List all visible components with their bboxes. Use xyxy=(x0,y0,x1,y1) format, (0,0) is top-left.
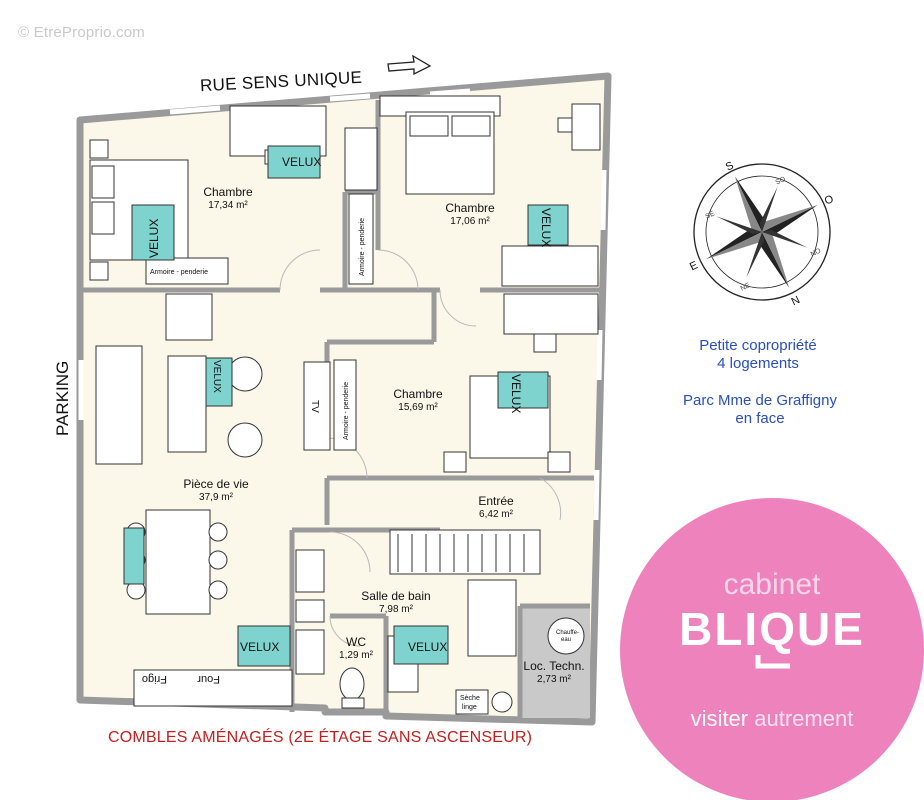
facade-windows xyxy=(78,88,607,521)
armoire-label: Armoire - penderie xyxy=(150,269,208,276)
footer-caption: COMBLES AMÉNAGÉS (2E ÉTAGE SANS ASCENSEU… xyxy=(108,729,533,746)
velux-label: VELUX xyxy=(240,640,279,654)
room-name: Loc. Techn. xyxy=(523,659,584,673)
compass-no: NO xyxy=(810,247,823,258)
direction-arrow-icon xyxy=(387,54,432,76)
velux-label: VELUX xyxy=(539,208,553,247)
room-labels: Chambre 17,34 m² Chambre 17,06 m² Chambr… xyxy=(183,185,584,685)
note-line-3: Parc Mme de Graffigny xyxy=(683,392,837,409)
compass-se: SE xyxy=(704,210,716,221)
brand-name: BLIQUE xyxy=(679,603,865,655)
appliance-labels: TV Four Frigo Chauffe- eau Sèche linge xyxy=(142,400,579,711)
room-name: Chambre xyxy=(445,201,495,215)
armoire-label: Armoire - penderie xyxy=(359,218,366,276)
copropriete-note: Petite copropriété 4 logements xyxy=(668,337,848,373)
parking-label: PARKING xyxy=(53,361,72,436)
armoire-labels: Armoire - penderie Armoire - penderie Ar… xyxy=(150,218,366,440)
room-name: Pièce de vie xyxy=(183,477,249,491)
velux-label: VELUX xyxy=(408,640,447,654)
room-area: 15,69 m² xyxy=(398,402,438,413)
brand-logo: cabinet BLIQUE visiter autrement xyxy=(620,498,924,800)
velux-label: VELUX xyxy=(282,155,321,169)
compass-rose-icon: S N O E SO SE NO NE xyxy=(688,160,836,309)
room-area: 1,29 m² xyxy=(339,650,374,661)
room-name: Entrée xyxy=(478,494,514,508)
frigo-label: Frigo xyxy=(142,673,167,685)
room-area: 7,98 m² xyxy=(379,604,414,615)
room-area: 6,42 m² xyxy=(479,509,514,520)
compass-so: SO xyxy=(775,176,788,187)
room-name: Salle de bain xyxy=(361,589,430,603)
brand-tagline: visiter autrement xyxy=(691,706,854,731)
room-area: 17,34 m² xyxy=(208,200,248,211)
velux-label: VELUX xyxy=(211,360,222,393)
velux-label: VELUX xyxy=(509,374,523,413)
chauffe-label-2: eau xyxy=(561,637,571,643)
compass-s: S xyxy=(724,160,736,174)
tv-label: TV xyxy=(309,400,320,413)
room-area: 17,06 m² xyxy=(450,216,490,227)
seche-label-2: linge xyxy=(462,704,477,711)
note-line-1: Petite copropriété xyxy=(699,337,817,354)
note-line-2: 4 logements xyxy=(717,355,799,372)
parc-note: Parc Mme de Graffigny en face xyxy=(660,392,860,428)
room-name: Chambre xyxy=(203,185,253,199)
brand-circle xyxy=(620,498,924,800)
watermark: © EtreProprio.com xyxy=(18,24,145,41)
furniture xyxy=(89,95,601,715)
chauffe-label-1: Chauffe- xyxy=(556,630,579,636)
room-name: Chambre xyxy=(393,387,443,401)
velux-windows xyxy=(123,145,569,667)
compass-ne: NE xyxy=(740,282,752,293)
brand-tagline-light: autrement xyxy=(754,706,853,731)
seche-label-1: Sèche xyxy=(460,695,480,702)
brand-tagline-bold: visiter xyxy=(691,706,748,731)
room-name: WC xyxy=(346,635,366,649)
armoire-label: Armoire - penderie xyxy=(343,382,350,440)
velux-labels: VELUX VELUX VELUX VELUX VELUX VELUX VELU… xyxy=(147,155,553,654)
compass-e: E xyxy=(688,259,700,273)
staircase xyxy=(397,534,525,572)
compass-n: N xyxy=(790,294,802,308)
room-area: 37,9 m² xyxy=(199,492,234,503)
room-area: 2,73 m² xyxy=(537,674,572,685)
brand-top: cabinet xyxy=(724,568,821,601)
velux-label: VELUX xyxy=(147,219,161,258)
brand-mark-icon xyxy=(755,655,790,669)
four-label: Four xyxy=(197,673,220,685)
note-line-4: en face xyxy=(735,410,785,427)
